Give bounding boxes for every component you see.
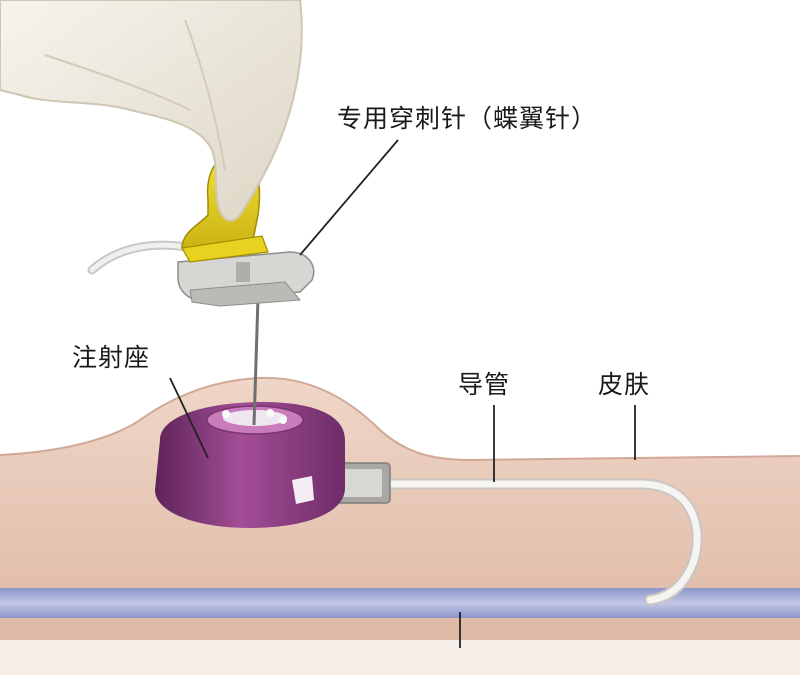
vein — [0, 588, 800, 618]
needle-shaft — [252, 297, 260, 426]
label-catheter: 导管 — [458, 370, 511, 399]
skin-surface-line — [0, 376, 800, 462]
bottom-band — [0, 640, 800, 675]
leader-line-port — [169, 377, 209, 459]
port-window — [292, 476, 314, 504]
needle-base-wing — [189, 281, 302, 307]
gloved-hand — [0, 0, 303, 222]
label-skin: 皮肤 — [598, 370, 651, 399]
label-special-needle: 专用穿刺针（蝶翼针） — [337, 104, 598, 133]
leader-line-needle — [299, 139, 399, 256]
label-injection-port: 注射座 — [72, 343, 151, 372]
